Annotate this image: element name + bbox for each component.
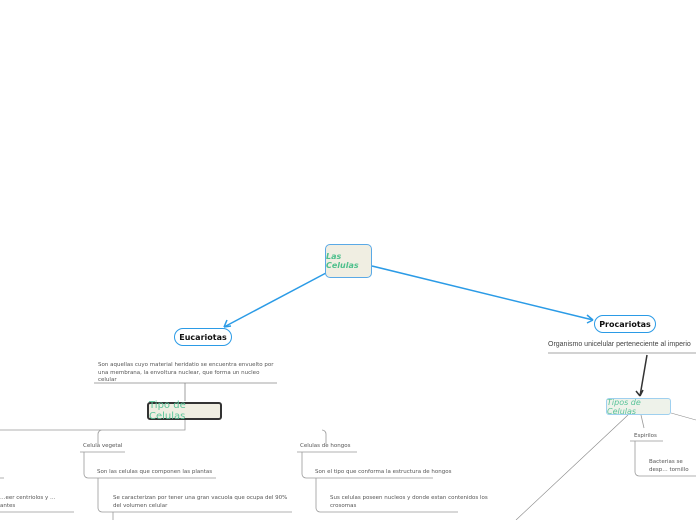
root-node[interactable]: Las Celulas — [325, 244, 372, 278]
procariotas-node[interactable]: Procariotas — [594, 315, 656, 333]
partial-description[interactable]: …eer centriolos y …antes — [0, 495, 56, 509]
tipo-de-celulas-node[interactable]: Tipo de Celulas — [147, 400, 222, 422]
procariotas-description[interactable]: Organismo unicelular perteneciente al im… — [548, 341, 691, 348]
tipos-de-celulas-node[interactable]: Tipos de Celulas — [606, 398, 671, 416]
celula-vegetal-node[interactable]: Celula vegetal — [83, 443, 123, 449]
vegetal-description-1[interactable]: Son las celulas que componen las plantas — [97, 469, 213, 475]
espirilos-node[interactable]: Espirilos — [634, 433, 657, 439]
eucariotas-description[interactable]: Son aquellas cuyo material heridatio se … — [98, 362, 274, 383]
celulas-hongos-node[interactable]: Celulas de hongos — [300, 443, 351, 449]
espirilos-description[interactable]: Bacterias se desp… tornillo — [649, 459, 689, 473]
eucariotas-node[interactable]: Eucariotas — [174, 328, 232, 346]
vegetal-description-2[interactable]: Se caracterizan por tener una gran vacuo… — [113, 495, 288, 509]
hongos-description-1[interactable]: Son el tipo que conforma la estructura d… — [315, 469, 452, 475]
hongos-description-2[interactable]: Sus celulas poseen nucleos y donde estan… — [330, 495, 488, 509]
